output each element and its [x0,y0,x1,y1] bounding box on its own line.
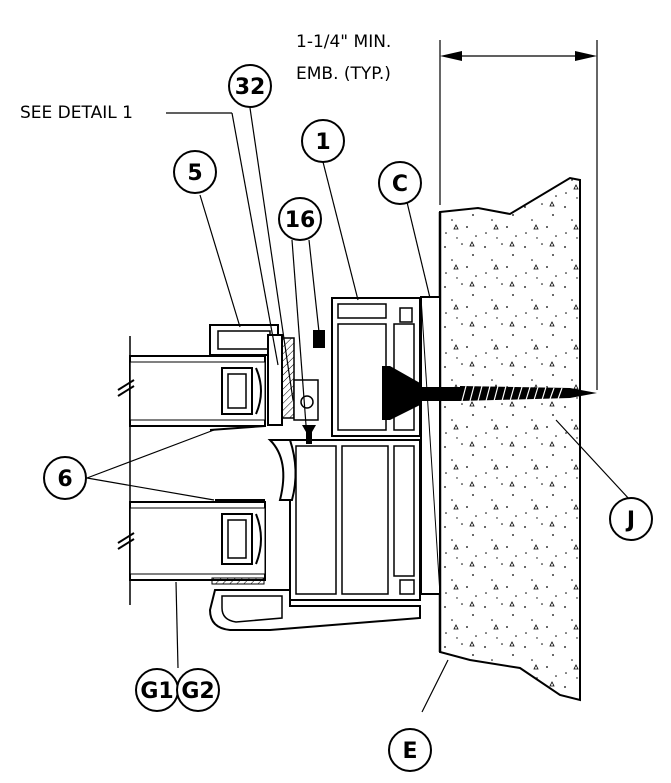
lower-glass-unit [117,501,266,585]
callout-5-label: 5 [187,161,202,186]
callout-G1: G1 [135,668,179,712]
callout-G2-label: G2 [181,679,214,704]
callout-G2: G2 [176,668,220,712]
embedment-dimension [439,40,598,390]
callout-C: C [378,161,422,205]
callout-6-label: 6 [57,467,72,492]
callout-32: 32 [228,64,272,108]
callout-J-label: J [625,508,635,533]
see-detail-note: SEE DETAIL 1 [20,103,133,123]
shim [420,296,441,595]
glazing-beads [209,425,297,501]
callout-E-label: E [402,739,417,764]
leader-lines [86,107,631,713]
callout-5: 5 [173,150,217,194]
callout-1: 1 [301,119,345,163]
callout-16: 16 [278,197,322,241]
embedment-note-line2: EMB. (TYP.) [296,64,391,84]
callout-C-label: C [392,172,408,197]
callout-G1-label: G1 [140,679,173,704]
callout-J: J [609,497,653,541]
callout-6: 6 [43,456,87,500]
concrete-screw [302,366,597,444]
embedment-note-line1: 1-1/4" MIN. [296,32,391,52]
notes: 1-1/4" MIN. EMB. (TYP.) SEE DETAIL 1 [20,32,391,366]
callout-E: E [388,728,432,772]
upper-glass-unit [117,355,266,427]
callout-32-label: 32 [235,75,266,100]
upper-sash-profile [209,324,325,426]
concrete-substrate [438,176,581,702]
callout-16-label: 16 [285,208,316,233]
callout-1-label: 1 [315,130,330,155]
